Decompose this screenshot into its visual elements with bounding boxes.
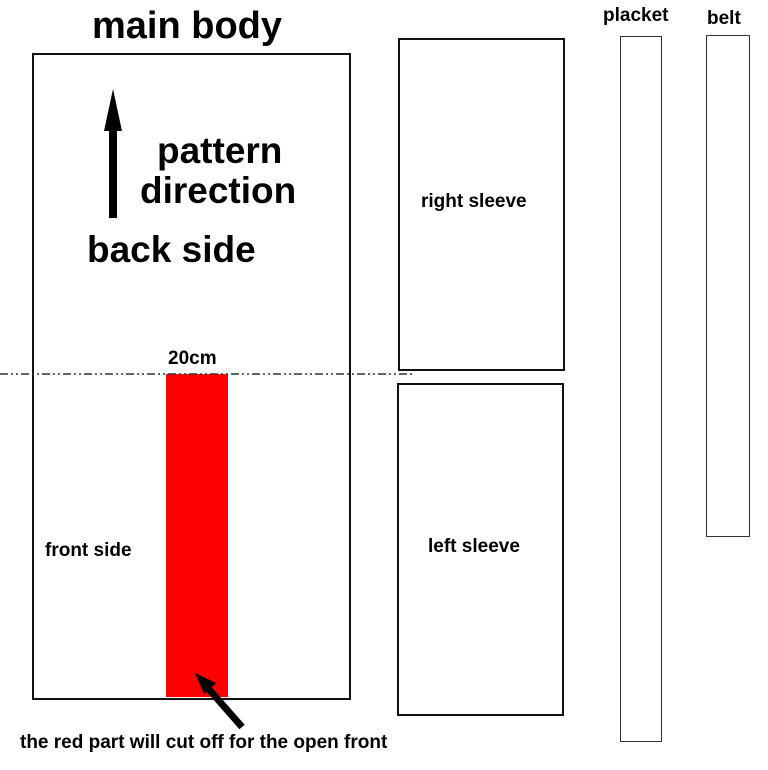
right-sleeve-piece	[398, 38, 565, 371]
pattern-label: pattern	[157, 130, 283, 171]
belt-piece	[706, 35, 750, 537]
main-body-title: main body	[92, 5, 283, 47]
cut-note: the red part will cut off for the open f…	[20, 732, 388, 753]
cut-width-label: 20cm	[168, 348, 217, 369]
pointer-arrow-icon	[195, 673, 245, 730]
left-sleeve-label: left sleeve	[428, 536, 520, 557]
right-sleeve-label: right sleeve	[421, 191, 527, 212]
pattern-direction-arrow-icon	[103, 89, 123, 218]
belt-label: belt	[707, 8, 741, 29]
direction-label: direction	[140, 170, 297, 211]
left-sleeve-piece	[397, 383, 564, 716]
placket-piece	[620, 36, 662, 742]
back-side-label: back side	[87, 229, 256, 270]
placket-label: placket	[603, 5, 669, 26]
red-cut-strip	[166, 374, 228, 697]
front-side-label: front side	[45, 540, 132, 561]
